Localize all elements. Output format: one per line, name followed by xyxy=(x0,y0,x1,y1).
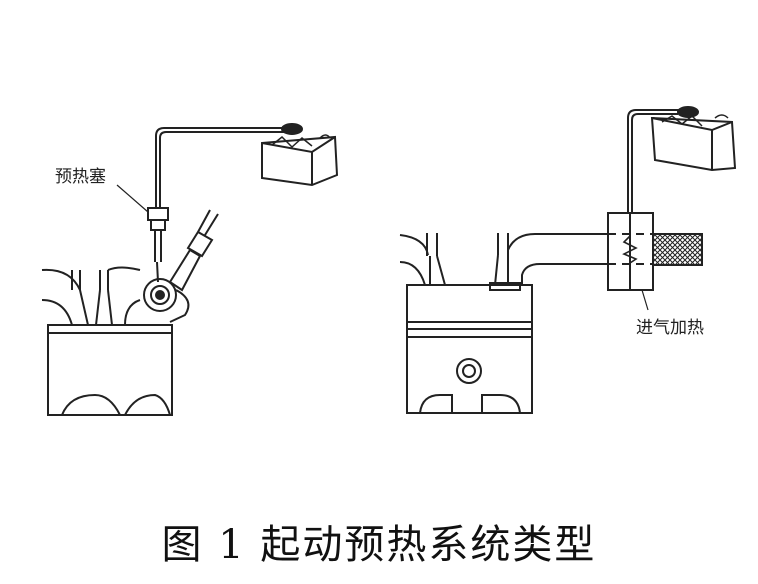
glow-plug-leader xyxy=(116,184,149,213)
glow-plug-nut xyxy=(147,207,169,221)
intake-pipe xyxy=(507,233,610,285)
figure-caption: 图 1 起动预热系统类型 xyxy=(161,522,597,568)
air-filter xyxy=(652,233,703,266)
intake-heating-leader xyxy=(641,289,649,311)
heater-wire xyxy=(627,109,680,213)
battery-left xyxy=(261,135,339,187)
valve-ports-left xyxy=(41,266,141,326)
crank-arches-left xyxy=(61,393,171,416)
injector xyxy=(168,209,219,292)
intake-heating-system xyxy=(399,106,737,414)
battery-right xyxy=(650,116,737,172)
intake-heating-label: 进气加热 xyxy=(636,318,704,338)
valve-ports-right xyxy=(399,233,521,291)
piston-pin xyxy=(456,358,482,384)
glow-plug-system xyxy=(41,123,339,416)
glow-plug-label: 预热塞 xyxy=(55,167,106,187)
swirl-chamber xyxy=(143,278,177,312)
glow-plug-wire xyxy=(155,127,288,210)
engine-block-right xyxy=(406,284,533,414)
